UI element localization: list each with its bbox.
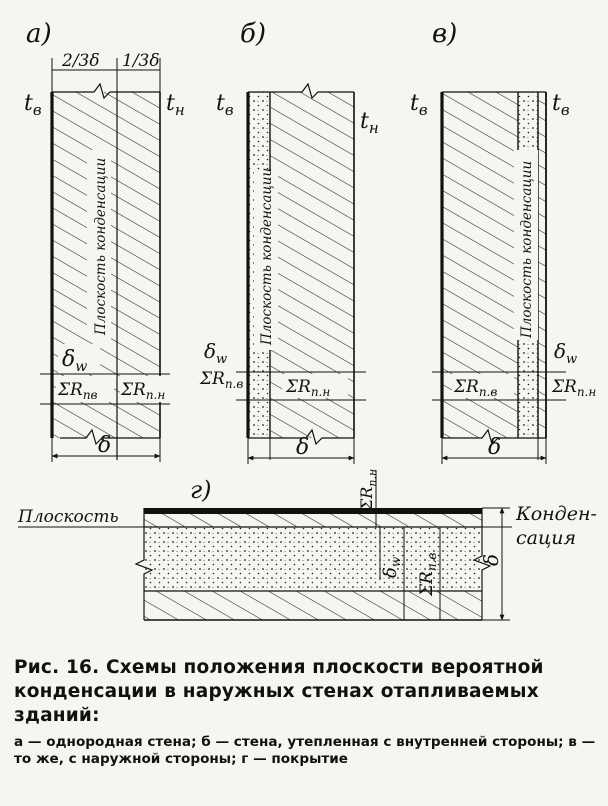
caption-note: а — однородная стена; б — стена, утеплен…	[14, 734, 596, 767]
panel-v-t-outer: tв	[552, 91, 570, 119]
panel-g-r-outer: ΣRп.н	[357, 469, 379, 511]
panel-v-plane-label: Плоскость конденсации	[519, 161, 535, 339]
panel-b: б) Плоскость конденсации tв tн δw ΣRп.в …	[199, 19, 379, 464]
panel-g-slab	[144, 591, 482, 620]
panel-b-r-outer: ΣRп.н	[285, 377, 330, 399]
panel-a-t-outer: tн	[166, 91, 185, 119]
condensation-plane-diagram: а) 2/3δ 1/3δ Плоскость конденсации tв tн…	[17, 19, 597, 621]
panel-v-delta: δ	[488, 435, 501, 460]
panel-v: в) Плоскость конденсации tв tв δw ΣRп.в …	[410, 19, 596, 464]
caption-title: Рис. 16. Схемы положения плоскости вероя…	[14, 657, 544, 726]
panel-b-r-inner: ΣRп.в	[199, 369, 243, 391]
panel-g-plane-label-right-2: сация	[516, 527, 576, 549]
panel-v-delta-w: δw	[554, 339, 577, 367]
panel-a-r-outer: ΣRп.н	[120, 380, 165, 402]
panel-a: а) 2/3δ 1/3δ Плоскость конденсации tв tн…	[24, 19, 185, 462]
panel-a-letter: а)	[26, 19, 52, 49]
panel-v-letter: в)	[432, 19, 457, 49]
panel-g-plane-label-right-1: Конден-	[515, 503, 597, 525]
panel-g-r-inner: ΣRп.в	[417, 553, 439, 597]
panel-v-r-outer: ΣRп.н	[551, 377, 596, 399]
panel-b-delta-w: δw	[204, 339, 227, 367]
panel-v-t-inner: tв	[410, 91, 428, 119]
panel-a-delta: δ	[98, 433, 111, 458]
panel-b-t-outer: tн	[360, 109, 379, 137]
panel-a-t-inner: tв	[24, 91, 42, 119]
figure-caption: Рис. 16. Схемы положения плоскости вероя…	[14, 656, 598, 768]
panel-g-plane-label-left: Плоскость	[17, 507, 119, 527]
panel-a-r-inner: ΣRпв	[57, 380, 98, 402]
panel-a-dim-two-thirds: 2/3δ	[61, 51, 100, 71]
panel-a-delta-w: δw	[62, 347, 87, 375]
panel-g-insulation	[144, 527, 482, 591]
panel-b-letter: б)	[240, 19, 266, 49]
panel-a-dim-one-third: 1/3δ	[122, 51, 160, 71]
panel-g-delta-w: δw	[380, 556, 403, 578]
panel-a-plane-label: Плоскость конденсации	[93, 158, 109, 336]
panel-g-roof-membrane	[144, 508, 482, 514]
panel-g: г) Плоскость Конден- сация ΣRп.н δw ΣRп.…	[17, 469, 597, 621]
panel-b-delta: δ	[296, 435, 309, 460]
panel-b-t-inner: tв	[216, 91, 234, 119]
panel-b-plane-label: Плоскость конденсации	[259, 168, 275, 346]
panel-g-delta: δ	[479, 554, 503, 566]
panel-v-r-inner: ΣRп.в	[453, 377, 497, 399]
panel-g-letter: г)	[190, 476, 212, 504]
